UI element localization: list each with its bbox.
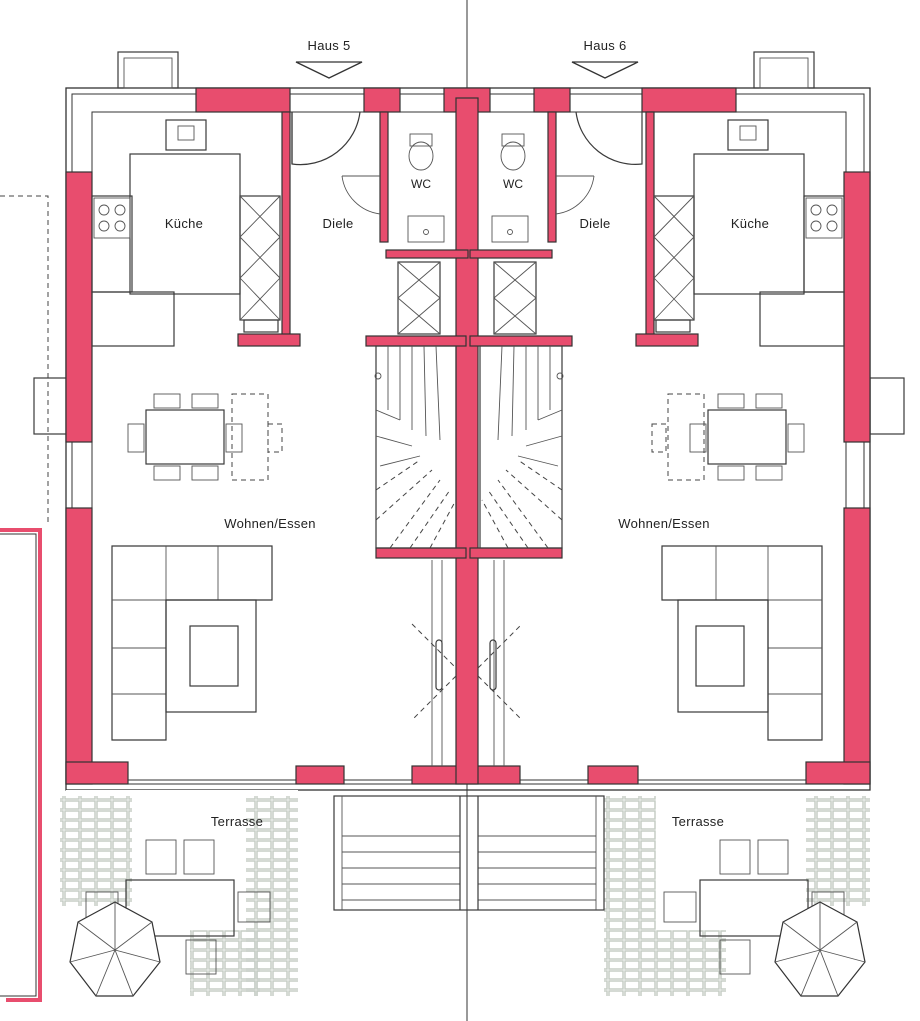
house-6-label: Haus 6 — [584, 38, 627, 53]
patio-doors — [411, 560, 523, 766]
parasol-icon — [69, 901, 866, 997]
staircase-icon — [374, 345, 564, 549]
house-5-label: Haus 5 — [308, 38, 351, 53]
room-label-wc-5: WC — [411, 177, 431, 191]
entrance-doors — [291, 111, 643, 215]
toilet-icon — [408, 133, 526, 171]
roof-vent-right — [753, 51, 815, 89]
kitchen-left — [91, 119, 241, 347]
roof-vent-left — [117, 51, 179, 89]
sofa-icon — [111, 545, 823, 741]
neighbor-outline-dashed — [0, 195, 49, 526]
plot-boundary — [0, 528, 42, 1002]
entrance-arrow-icon — [295, 61, 639, 79]
tall-cabinets — [239, 195, 695, 335]
kitchen-right — [693, 119, 845, 347]
room-label-terrace-5: Terrasse — [211, 814, 263, 829]
room-label-kitchen-6: Küche — [731, 216, 769, 231]
table-icon — [127, 393, 805, 481]
room-label-living-6: Wohnen/Essen — [618, 516, 710, 531]
roof-vent-right-inner — [759, 57, 809, 89]
walls — [65, 87, 871, 785]
room-label-kitchen-5: Küche — [165, 216, 203, 231]
room-label-hall-5: Diele — [322, 216, 353, 231]
side-window-right — [869, 377, 905, 435]
roof-vent-left-inner — [123, 57, 173, 89]
sink-icon — [407, 215, 529, 243]
room-label-terrace-6: Terrasse — [672, 814, 724, 829]
plot-boundary-outline — [0, 533, 37, 997]
steps — [333, 795, 605, 911]
side-window-left — [33, 377, 69, 435]
stove-icon — [93, 197, 843, 239]
terrace-right — [604, 796, 870, 996]
room-label-living-5: Wohnen/Essen — [224, 516, 316, 531]
room-label-hall-6: Diele — [579, 216, 610, 231]
room-label-wc-6: WC — [503, 177, 523, 191]
